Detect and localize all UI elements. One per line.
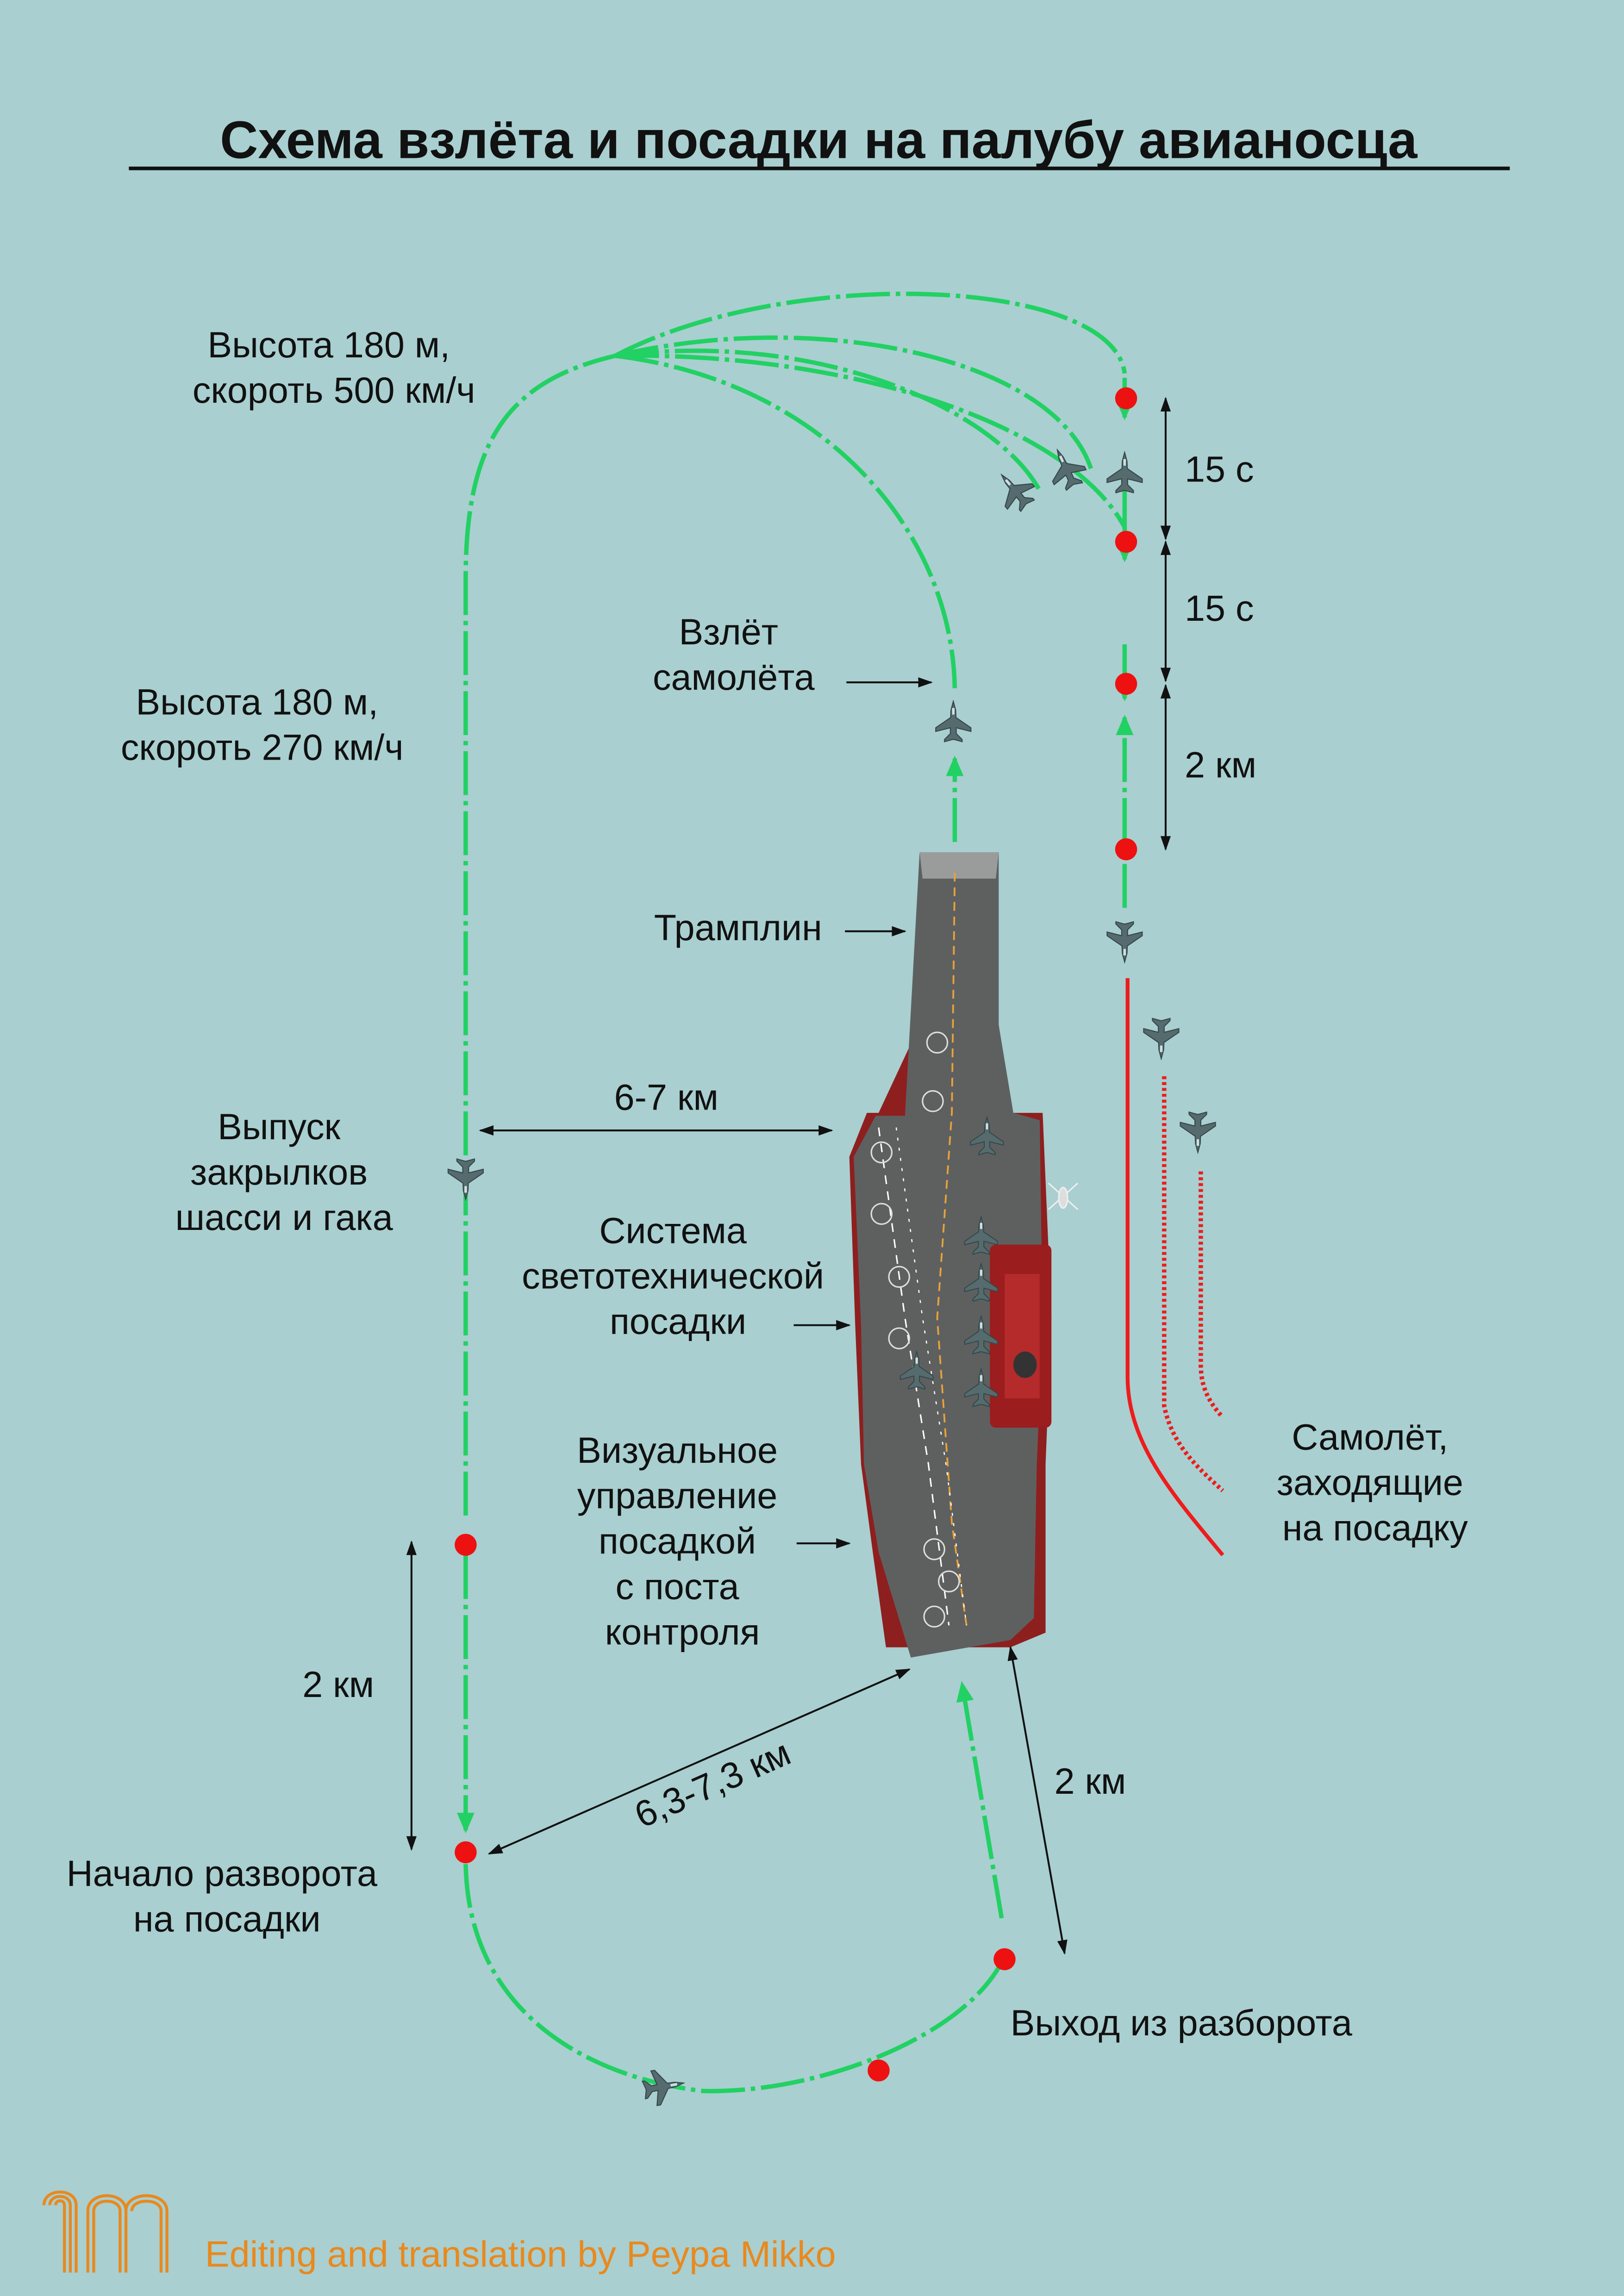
waypoint bbox=[1115, 387, 1137, 410]
labels: Высота 180 м, скороть 500 км/ч Высота 18… bbox=[67, 324, 1474, 2043]
altitude-270-label: Высота 180 м, скороть 270 км/ч bbox=[121, 681, 404, 768]
distance-6-7-label: 6-7 км bbox=[614, 1077, 718, 1118]
page-title: Схема взлёта и посадки на палубу авианос… bbox=[220, 111, 1418, 170]
lighting-system-label: Система светотехнической посадки bbox=[522, 1210, 834, 1342]
takeoff-label: Взлёт самолёта bbox=[653, 611, 815, 698]
interval-15-label: 15 с bbox=[1185, 587, 1254, 629]
distance-6-3-7-3-label: 6,3-7,3 км bbox=[629, 1731, 797, 1835]
waypoint bbox=[455, 1534, 477, 1556]
visual-control-label: Визуальное управление посадкой с поста к… bbox=[577, 1429, 788, 1652]
landing-paths bbox=[1125, 978, 1224, 1557]
waypoint bbox=[1115, 530, 1137, 553]
distance-2-bottom-label: 2 км bbox=[1055, 1760, 1126, 1802]
distance-2-right-label: 2 км bbox=[1185, 744, 1256, 786]
turn-exit-label: Выход из разборота bbox=[1011, 2002, 1352, 2043]
altitude-500-label: Высота 180 м, скороть 500 км/ч bbox=[193, 324, 475, 411]
jet-icon bbox=[1143, 1017, 1180, 1060]
waypoint bbox=[868, 2059, 890, 2082]
dimension-arrows bbox=[406, 397, 1171, 1955]
waypoint bbox=[1115, 838, 1137, 861]
helicopter-icon bbox=[1048, 1182, 1079, 1210]
turn-start-label: Начало разворота на посадки bbox=[67, 1853, 387, 1939]
logo-mark bbox=[42, 2190, 169, 2273]
ramp-label: Трамплин bbox=[654, 907, 822, 948]
waypoints bbox=[455, 387, 1137, 2082]
jet-icon bbox=[1106, 921, 1143, 963]
takeoff-paths bbox=[463, 291, 1127, 1516]
waypoint bbox=[993, 1948, 1016, 1971]
jet-icon bbox=[935, 700, 972, 742]
aircraft-carrier bbox=[849, 852, 1079, 1658]
waypoint bbox=[1115, 673, 1137, 695]
jet-icon bbox=[987, 462, 1042, 518]
jet-icon bbox=[447, 1158, 484, 1200]
interval-15-label: 15 с bbox=[1185, 449, 1254, 490]
jet-icon bbox=[1106, 451, 1143, 494]
credit-text: Editing and translation by Peypa Mikko bbox=[205, 2234, 836, 2275]
landing-aircraft-label: Самолёт, заходящие на посадку bbox=[1277, 1416, 1474, 1548]
waypoint bbox=[455, 1841, 477, 1864]
distance-2-left-label: 2 км bbox=[302, 1664, 374, 1705]
flaps-label: Выпуск закрылков шасси и гака bbox=[175, 1106, 393, 1238]
jet-icon bbox=[1179, 1111, 1217, 1154]
